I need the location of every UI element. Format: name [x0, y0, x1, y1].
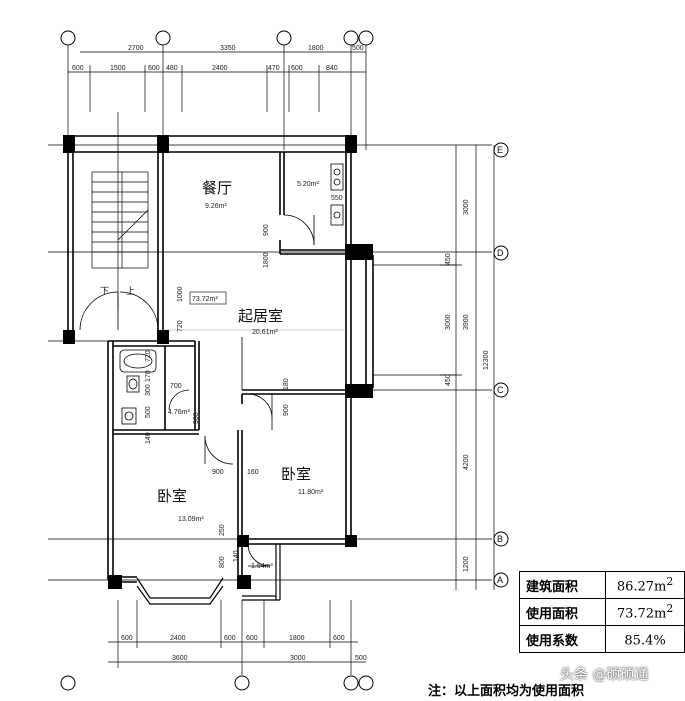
dim-local-170: 170 — [145, 370, 152, 382]
top-dimension-labels: 2700 3350 1800 500 600 1500 600 480 2400… — [72, 45, 364, 72]
dim-right-12300: 12300 — [483, 350, 490, 370]
room-labels: 餐厅 9.26m² 5.20m² 起居室 20.61m² 73.72m² 4.7… — [157, 179, 324, 570]
dim-top-600a: 600 — [72, 65, 84, 72]
dim-local-180: 180 — [283, 378, 290, 390]
balcony — [242, 544, 281, 601]
structural-columns — [63, 135, 373, 589]
dim-bot-600b: 600 — [224, 635, 236, 642]
dim-local-800: 800 — [219, 556, 226, 568]
area-dining: 9.26m² — [205, 203, 227, 210]
dim-right-1200: 1200 — [463, 556, 470, 572]
dim-local-140: 140 — [145, 432, 152, 444]
dim-top-600c: 600 — [291, 65, 303, 72]
dim-top-470: 470 — [268, 65, 280, 72]
right-axis-markers: E D C B A — [493, 142, 509, 588]
dim-top-500: 500 — [352, 45, 364, 52]
dim-right-3900: 3900 — [463, 314, 470, 330]
dim-bot-600c: 600 — [246, 635, 258, 642]
axis-label-e: E — [497, 145, 503, 155]
area-row-label: 建筑面积 — [518, 571, 607, 599]
dim-top-1500: 1500 — [110, 65, 126, 72]
room-dining: 餐厅 — [202, 179, 232, 197]
area-summary-table: 建筑面积 86.27m2 使用面积 73.72m2 使用系数 85.4% — [518, 571, 685, 653]
room-living: 起居室 — [238, 307, 283, 325]
dim-top-2400: 2400 — [212, 65, 228, 72]
area-bedroom-left: 13.09m² — [178, 516, 204, 523]
area-row: 使用面积 73.72m2 — [518, 598, 685, 626]
top-dimension-lines — [67, 45, 367, 150]
dim-local-900a: 900 — [263, 224, 270, 236]
dim-bot-2400: 2400 — [170, 635, 186, 642]
dim-local-1000: 1000 — [177, 286, 184, 302]
axis-label-c: C — [497, 385, 504, 395]
stair-up-label: 上 — [126, 286, 135, 297]
right-dimension-lines — [372, 145, 495, 590]
dim-bot-500: 500 — [355, 655, 367, 662]
right-dimension-labels: 3000 450 3000 450 4200 1200 3900 12300 — [445, 199, 490, 572]
area-hall: 73.72m² — [192, 296, 218, 303]
staircase — [91, 112, 149, 310]
area-row-label: 使用面积 — [518, 598, 607, 626]
area-row-label: 使用系数 — [518, 625, 607, 653]
dim-local-720a: 720 — [177, 320, 184, 332]
area-row-value: 86.27m2 — [605, 571, 685, 599]
dim-local-550: 550 — [331, 195, 343, 202]
dim-local-500: 500 — [145, 406, 152, 418]
dim-right-450b: 450 — [445, 374, 452, 386]
local-dimension-labels: 550 900 1800 1000 720 720 170 300 700 50… — [145, 195, 343, 568]
dim-bot-1800: 1800 — [289, 635, 305, 642]
dim-bot-3000: 3000 — [290, 655, 306, 662]
axis-label-d: D — [497, 248, 504, 258]
dim-local-160: 160 — [247, 469, 259, 476]
dim-bot-600a: 600 — [121, 635, 133, 642]
dim-bot-3600: 3600 — [172, 655, 188, 662]
area-row-value: 85.4% — [605, 625, 685, 653]
dim-local-900b: 900 — [193, 412, 200, 424]
area-kitchen: 5.20m² — [297, 181, 319, 188]
dim-top-480: 480 — [166, 65, 178, 72]
bottom-dimension-labels: 600 2400 600 600 1800 600 3600 3000 500 — [121, 635, 367, 662]
area-row: 建筑面积 86.27m2 — [518, 571, 685, 599]
entry-doors — [79, 291, 159, 331]
dim-right-4200: 4200 — [463, 454, 470, 470]
footnote: 注：以上面积均为使用面积 — [428, 684, 585, 699]
area-bedroom-right: 11.80m² — [298, 489, 324, 496]
stair-down-label: 下 — [100, 287, 109, 297]
dim-local-900d: 900 — [283, 404, 290, 416]
area-row-value: 73.72m2 — [605, 598, 685, 626]
area-living: 20.61m² — [252, 329, 278, 336]
bay-window — [136, 577, 224, 605]
dim-bot-600d: 600 — [333, 635, 345, 642]
kitchen-fixtures — [283, 163, 344, 246]
dim-local-720b: 720 — [145, 350, 152, 362]
bathroom-fixtures — [119, 349, 190, 425]
axis-label-b: B — [497, 534, 503, 544]
dim-local-140b: 140 — [233, 550, 240, 562]
dim-right-450a: 450 — [445, 253, 452, 265]
dim-local-250: 250 — [219, 524, 226, 536]
area-row: 使用系数 85.4% — [518, 625, 685, 653]
dim-local-900c: 900 — [212, 469, 224, 476]
dim-top-3350: 3350 — [220, 45, 236, 52]
dim-right-3000b: 3000 — [445, 314, 452, 330]
bottom-dimension-lines — [108, 600, 366, 675]
dim-top-840: 840 — [326, 65, 338, 72]
area-balcony: 1.64m² — [251, 563, 273, 570]
room-bedroom-left: 卧室 — [157, 487, 187, 505]
dim-right-3000a: 3000 — [463, 199, 470, 215]
dim-local-700: 700 — [170, 383, 182, 390]
bedroom-doors — [204, 393, 273, 567]
axis-lines — [48, 144, 492, 581]
dim-local-300: 300 — [145, 384, 152, 396]
dim-top-2700: 2700 — [128, 45, 144, 52]
dim-local-1800: 1800 — [263, 252, 270, 268]
dim-top-1800: 1800 — [308, 45, 324, 52]
room-bedroom-right: 卧室 — [281, 465, 311, 483]
axis-label-a: A — [497, 575, 503, 585]
area-bath: 4.76m² — [168, 409, 190, 416]
watermark: 头条 @硕硕通 — [560, 667, 649, 683]
dim-top-600b: 600 — [148, 65, 160, 72]
